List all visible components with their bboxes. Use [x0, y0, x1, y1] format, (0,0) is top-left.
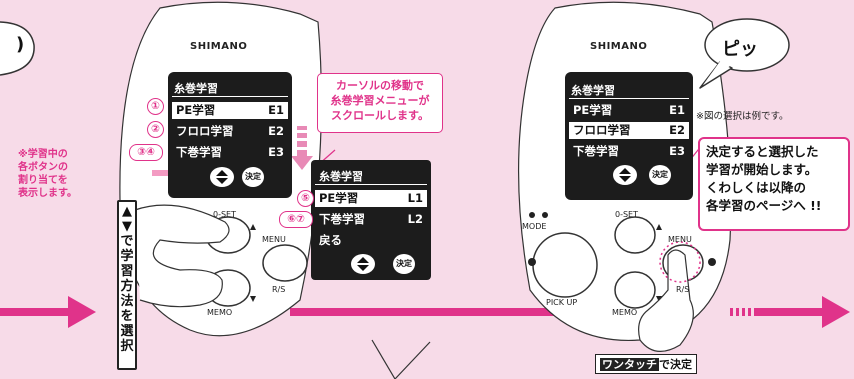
- item-label: PE学習: [319, 191, 359, 205]
- step-number: ⑥⑦: [279, 211, 313, 228]
- flow-arrow-icon: [68, 296, 96, 328]
- one-touch-highlight: ワンタッチ: [600, 358, 659, 371]
- item-code: E2: [268, 124, 284, 138]
- popup-item-backing[interactable]: 下巻学習 L2: [315, 211, 427, 228]
- item-label: PE学習: [176, 103, 216, 117]
- item-code: E1: [268, 103, 284, 117]
- callout-line: くわしくは以降の: [706, 180, 807, 195]
- callout-line: 各学習のページへ !!: [706, 198, 822, 213]
- note-line: 表示します。: [18, 188, 77, 199]
- char: で: [120, 234, 134, 249]
- one-touch-label: ワンタッチで決定: [595, 354, 697, 374]
- popup-item-back[interactable]: 戻る: [315, 232, 427, 249]
- decide-button[interactable]: 決定: [242, 167, 264, 187]
- popup-item-pe[interactable]: PE学習 L1: [315, 190, 427, 207]
- callout-line: 糸巻学習メニューが: [330, 94, 430, 107]
- char: ▲: [122, 204, 132, 219]
- item-code: E2: [669, 123, 685, 137]
- zero-set-label: 0-SET: [213, 210, 236, 219]
- callout-line: スクロールします。: [331, 109, 429, 122]
- rs-label: R/S: [676, 285, 690, 294]
- item-label: 下巻学習: [176, 145, 222, 159]
- left-speech-bubble: ): [16, 34, 25, 55]
- note-line: 割り当てを: [18, 175, 68, 186]
- menu-item-backing[interactable]: 下巻学習 E3: [569, 143, 689, 160]
- callout-line: 決定すると選択した: [706, 144, 819, 159]
- char: 方: [120, 279, 134, 294]
- item-code: L2: [407, 212, 423, 226]
- updown-arrow-icon[interactable]: [613, 165, 637, 185]
- char: を: [120, 309, 134, 324]
- note-line: ※学習中の: [18, 149, 68, 160]
- left-lcd-screen: 糸巻学習 PE学習 E1 フロロ学習 E2 下巻学習 E3 決定: [168, 72, 292, 198]
- vertical-instruction-label: ▲ ▼ で 学 習 方 法 を 選 択: [117, 200, 137, 370]
- example-note: ※図の選択は例です。: [696, 111, 789, 122]
- callout-line: 学習が開始します。: [706, 162, 818, 177]
- callout-line: カーソルの移動で: [336, 79, 424, 92]
- char: 学: [120, 249, 134, 264]
- menu-label: MENU: [262, 235, 286, 244]
- screen-title: 糸巻学習: [174, 82, 218, 95]
- menu-item-fluoro[interactable]: フロロ学習 E2: [172, 123, 288, 140]
- rs-label: R/S: [272, 285, 286, 294]
- screen-title: 糸巻学習: [571, 84, 615, 97]
- scroll-callout: カーソルの移動で 糸巻学習メニューが スクロールします。: [317, 73, 443, 133]
- mode-label: MODE: [522, 222, 547, 231]
- menu-item-backing[interactable]: 下巻学習 E3: [172, 144, 288, 161]
- decide-button[interactable]: 決定: [393, 254, 415, 274]
- item-label: 下巻学習: [319, 212, 365, 226]
- char: 法: [120, 294, 134, 309]
- brand-logo: SHIMANO: [190, 41, 248, 52]
- step-number: ⑤: [297, 190, 314, 207]
- divider: [315, 184, 427, 185]
- popup-title: 糸巻学習: [319, 170, 363, 183]
- item-label: フロロ学習: [573, 123, 631, 137]
- menu-item-pe[interactable]: PE学習 E1: [569, 102, 689, 119]
- zero-set-label: 0-SET: [615, 210, 638, 219]
- menu-item-fluoro[interactable]: フロロ学習 E2: [569, 122, 689, 139]
- menu-label: MENU: [668, 235, 692, 244]
- char: 選: [120, 324, 134, 339]
- step-number: ①: [147, 98, 164, 115]
- brand-logo: SHIMANO: [590, 41, 648, 52]
- item-code: E3: [268, 145, 284, 159]
- right-lcd-screen: 糸巻学習 PE学習 E1 フロロ学習 E2 下巻学習 E3 決定: [565, 72, 693, 200]
- item-code: L1: [407, 191, 423, 205]
- side-note: ※学習中の 各ボタンの 割り当てを 表示します。: [18, 148, 77, 200]
- updown-arrow-icon[interactable]: [210, 167, 234, 187]
- step-number: ②: [147, 121, 164, 138]
- beep-speech-bubble: ピッ: [722, 39, 758, 60]
- char: ▼: [122, 219, 132, 234]
- flow-arrow-icon: [822, 296, 850, 328]
- menu-item-pe[interactable]: PE学習 E1: [172, 102, 288, 119]
- note-line: 各ボタンの: [18, 162, 68, 173]
- decide-button[interactable]: 決定: [649, 165, 671, 185]
- char: 択: [120, 339, 134, 354]
- item-label: フロロ学習: [176, 124, 234, 138]
- item-code: E1: [669, 103, 685, 117]
- item-label: 戻る: [319, 233, 342, 247]
- popup-lcd-screen: 糸巻学習 PE学習 L1 下巻学習 L2 戻る 決定: [311, 160, 431, 280]
- decision-callout: 決定すると選択した 学習が開始します。 くわしくは以降の 各学習のページへ !!: [698, 137, 850, 231]
- one-touch-rest: で決定: [659, 358, 692, 371]
- updown-arrow-icon[interactable]: [351, 254, 375, 274]
- item-label: 下巻学習: [573, 144, 619, 158]
- pickup-label: PICK UP: [546, 298, 578, 307]
- divider: [172, 96, 288, 97]
- item-label: PE学習: [573, 103, 613, 117]
- memo-label: MEMO: [207, 308, 233, 317]
- divider: [569, 98, 689, 99]
- memo-label: MEMO: [612, 308, 638, 317]
- step-number: ③④: [129, 144, 163, 161]
- item-code: E3: [669, 144, 685, 158]
- char: 習: [120, 264, 134, 279]
